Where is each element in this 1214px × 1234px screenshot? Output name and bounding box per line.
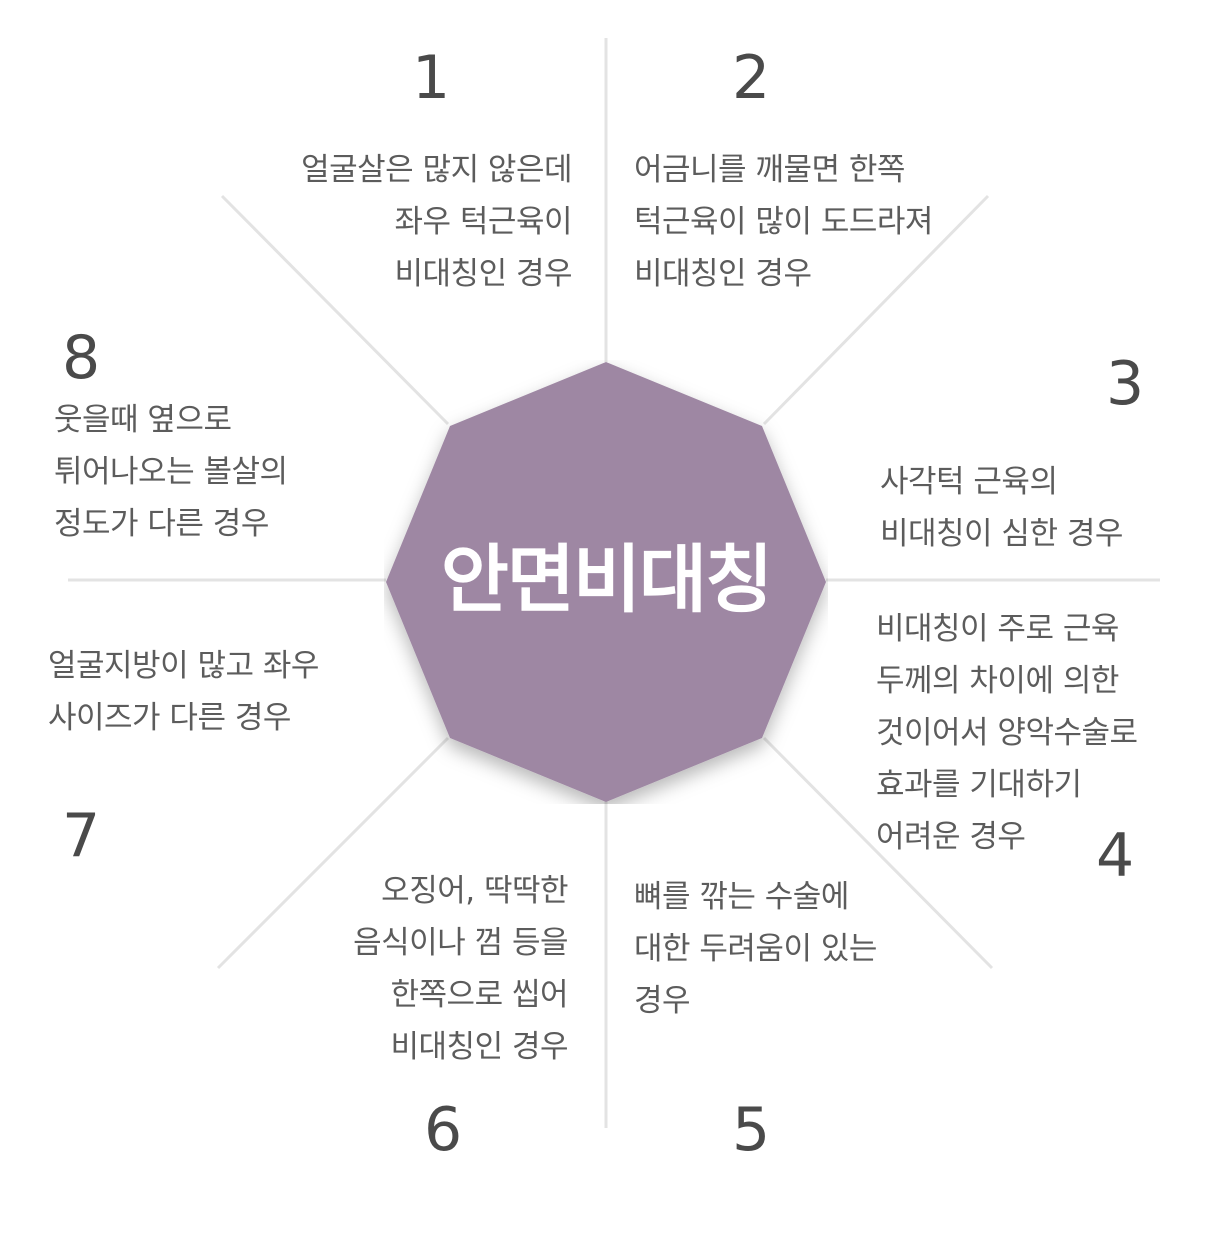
center-octagon: [384, 360, 828, 804]
item-number-4: 4: [1096, 821, 1135, 891]
item-3-line: 비대칭이 심한 경우: [880, 516, 1123, 552]
item-7-line: 사이즈가 다른 경우: [48, 700, 291, 736]
item-text-6: 오징어, 딱딱한 음식이나 껌 등을 한쪽으로 씹어 비대칭인 경우: [260, 865, 568, 1073]
item-number-1: 1: [412, 43, 451, 113]
item-number-3: 3: [1106, 349, 1145, 419]
item-1-line: 좌우 턱근육이: [394, 204, 573, 240]
item-6-line: 오징어, 딱딱한: [381, 873, 568, 909]
divider-line-bottom-left: [216, 736, 450, 970]
item-7-line: 얼굴지방이 많고 좌우: [48, 648, 319, 684]
item-6-line: 비대칭인 경우: [390, 1029, 569, 1065]
item-6-line: 음식이나 껌 등을: [353, 925, 568, 961]
item-5-line: 경우: [634, 983, 691, 1019]
item-8-line: 웃을때 옆으로: [54, 402, 232, 438]
item-1-line: 비대칭인 경우: [394, 256, 573, 292]
item-number-8: 8: [62, 323, 101, 393]
item-4-line: 것이어서 양악수술로: [876, 715, 1138, 751]
item-1-line: 얼굴살은 많지 않은데: [301, 152, 572, 188]
item-2-line: 턱근육이 많이 도드라져: [634, 204, 933, 240]
item-5-line: 대한 두려움이 있는: [634, 931, 877, 967]
item-number-6: 6: [424, 1095, 463, 1165]
item-4-line: 두께의 차이에 의한: [876, 663, 1119, 699]
item-text-7: 얼굴지방이 많고 좌우 사이즈가 다른 경우: [48, 640, 319, 744]
item-2-line: 어금니를 깨물면 한쪽: [634, 152, 905, 188]
item-3-line: 사각턱 근육의: [880, 464, 1058, 500]
item-number-5: 5: [732, 1095, 771, 1165]
item-number-2: 2: [732, 43, 771, 113]
item-4-line: 비대칭이 주로 근육: [876, 611, 1119, 647]
item-text-4: 비대칭이 주로 근육 두께의 차이에 의한 것이어서 양악수술로 효과를 기대하…: [876, 603, 1138, 863]
item-number-7: 7: [62, 801, 101, 871]
item-text-5: 뼈를 깎는 수술에 대한 두려움이 있는 경우: [634, 871, 877, 1027]
divider-line-top-left: [220, 194, 450, 426]
item-2-line: 비대칭인 경우: [634, 256, 812, 292]
item-4-line: 어려운 경우: [876, 819, 1026, 855]
item-8-line: 튀어나오는 볼살의: [54, 454, 288, 490]
item-5-line: 뼈를 깎는 수술에: [634, 879, 849, 915]
item-6-line: 한쪽으로 씹어: [390, 977, 569, 1013]
item-4-line: 효과를 기대하기: [876, 767, 1082, 803]
item-text-8: 웃을때 옆으로 튀어나오는 볼살의 정도가 다른 경우: [54, 394, 288, 550]
octagon-shape: [386, 362, 826, 802]
item-text-1: 얼굴살은 많지 않은데 좌우 턱근육이 비대칭인 경우: [250, 144, 572, 300]
center-title: 안면비대칭: [440, 537, 773, 623]
item-text-2: 어금니를 깨물면 한쪽 턱근육이 많이 도드라져 비대칭인 경우: [634, 144, 933, 300]
item-8-line: 정도가 다른 경우: [54, 506, 269, 542]
divider-line-top-right: [762, 194, 990, 426]
divider-line-bottom-right: [762, 736, 994, 970]
item-text-3: 사각턱 근육의 비대칭이 심한 경우: [880, 456, 1123, 560]
